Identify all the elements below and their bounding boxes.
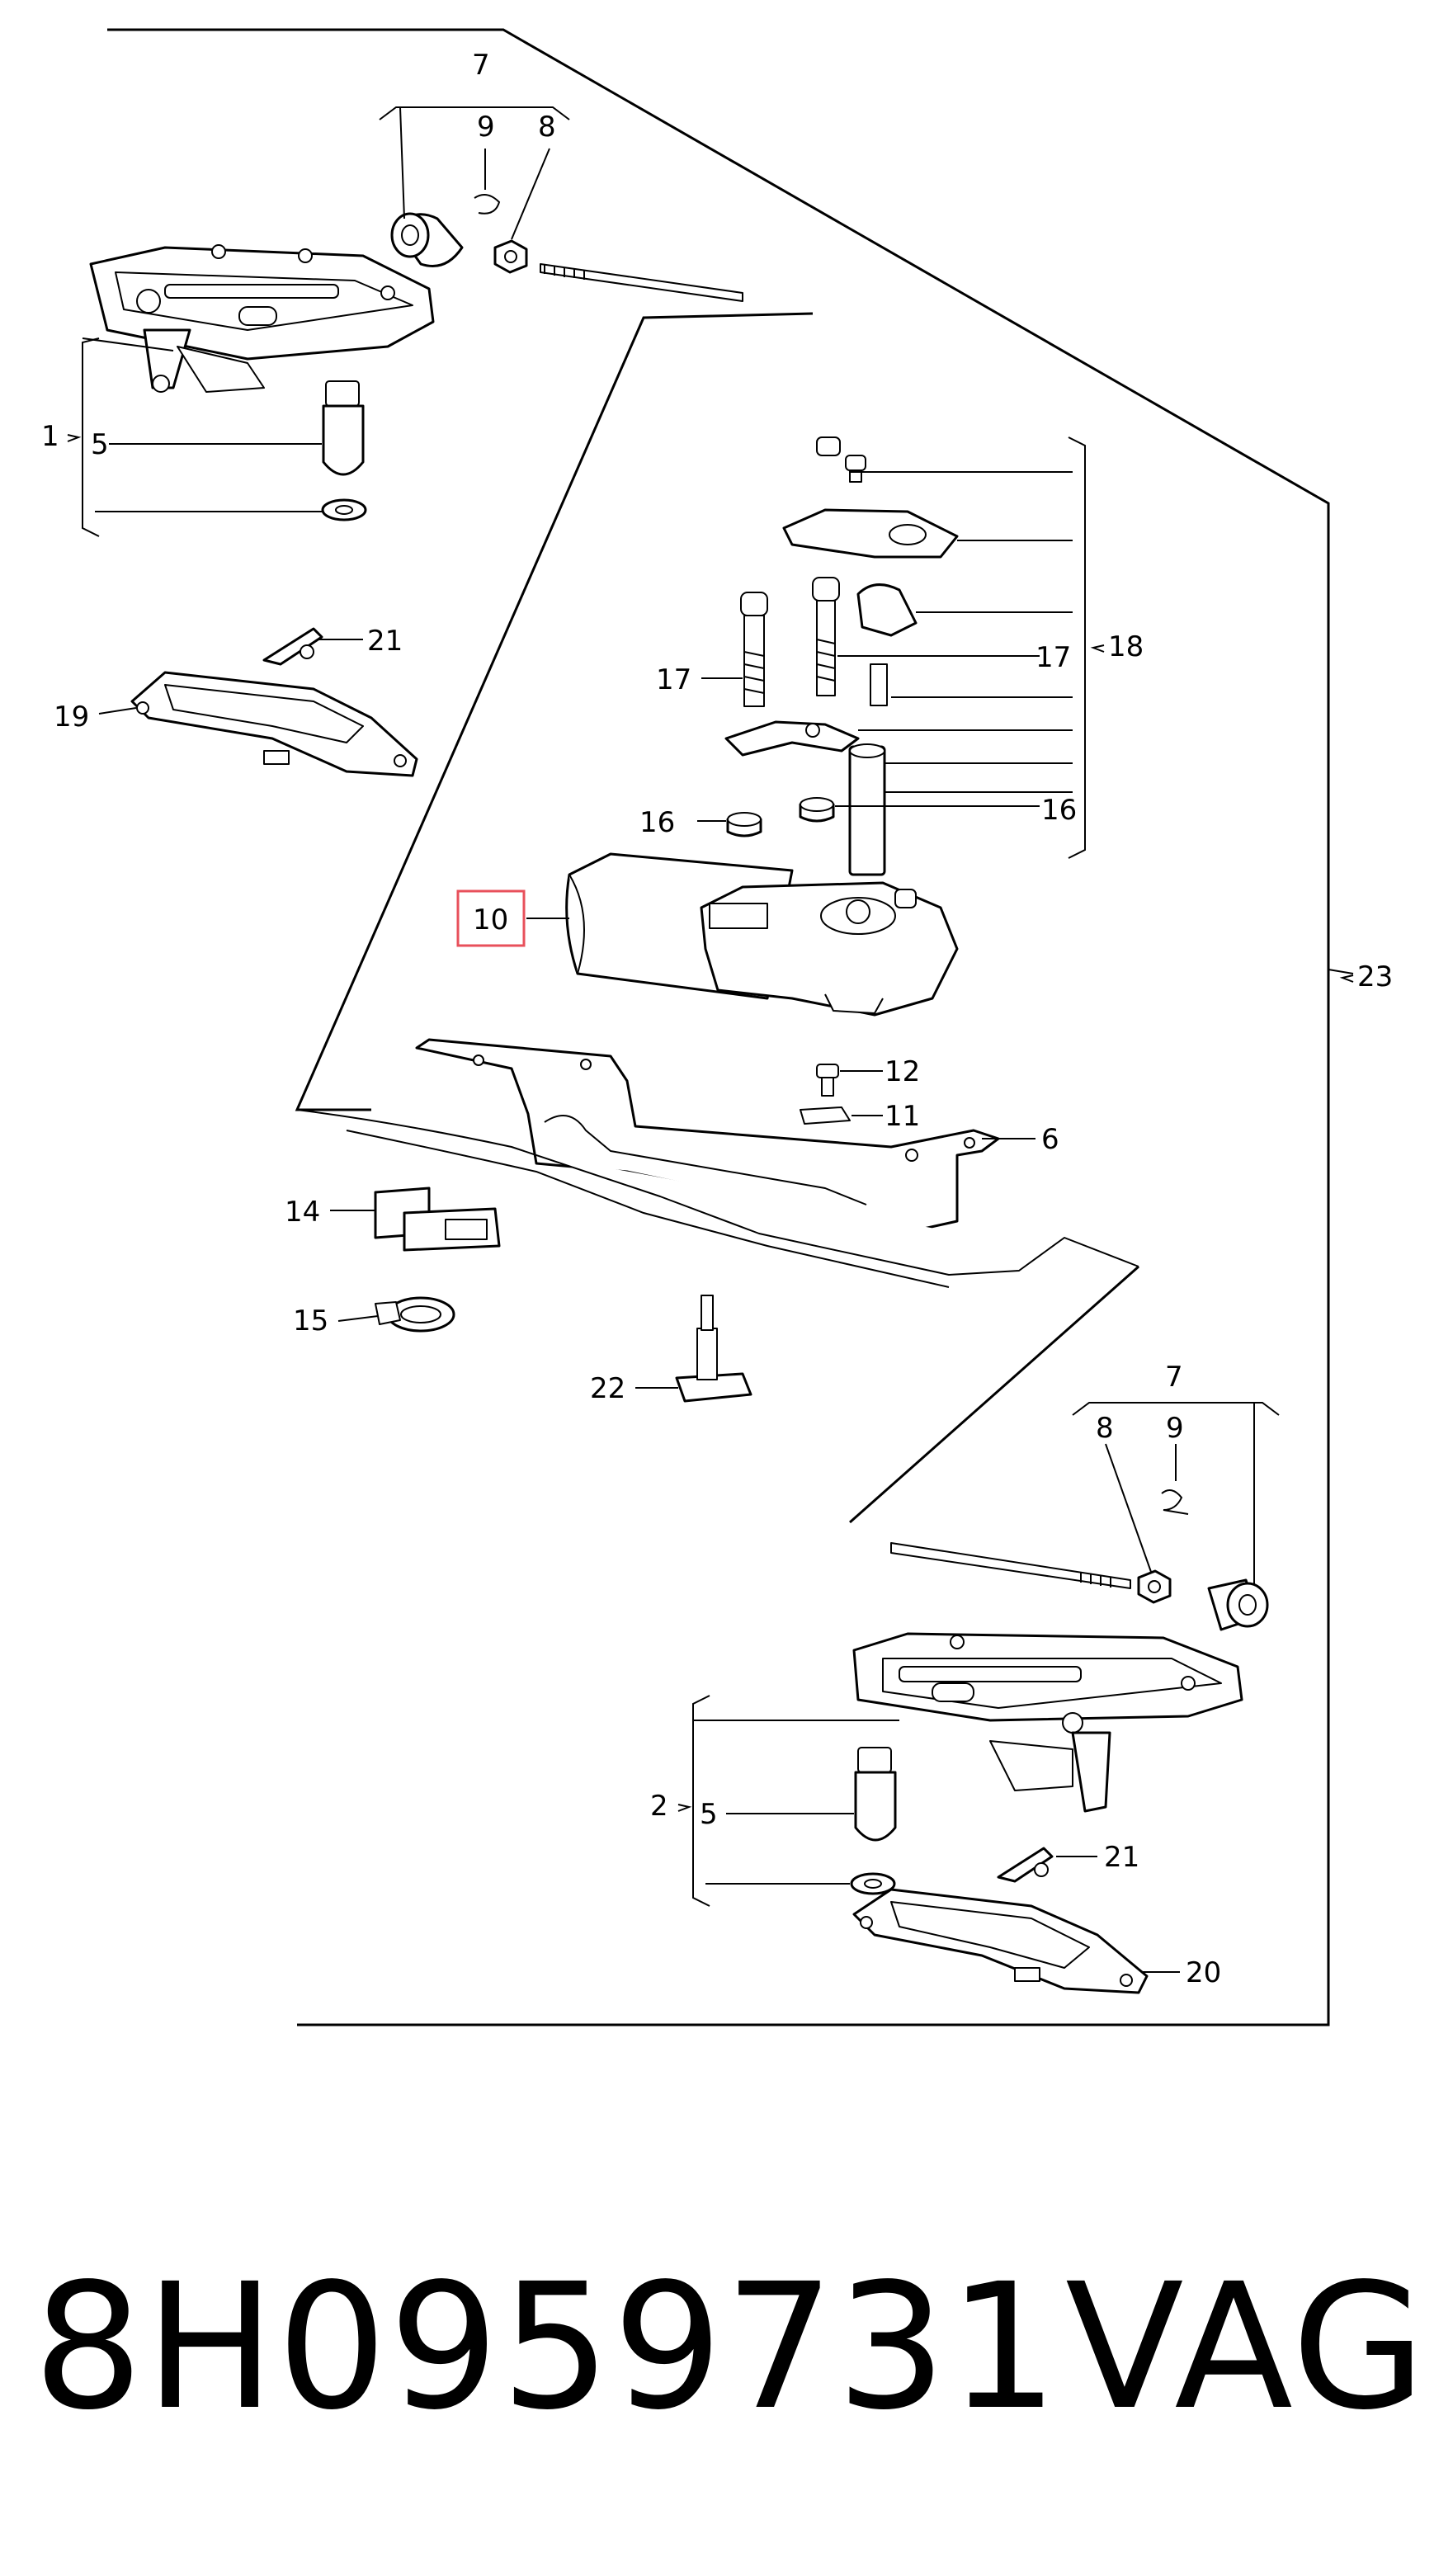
callout-7-bottom: 7 — [1165, 1361, 1183, 1394]
callout-8-top: 8 — [538, 111, 556, 144]
lower-bracket-20 — [852, 1888, 1149, 1994]
bracket-group-7-top — [379, 106, 570, 240]
callout-10: 10 — [473, 903, 508, 937]
assembly-boundary-frame — [107, 28, 1354, 2026]
threaded-rod-right — [890, 1542, 1131, 1589]
callout-18: 18 — [1108, 630, 1144, 663]
highlight-box-part-10 — [456, 889, 526, 947]
spring — [870, 663, 888, 706]
footer-part-info: 8H0959731 VAG — [25, 2261, 1427, 2484]
bracket-group-2 — [692, 1695, 899, 1907]
callout-9-top: 9 — [477, 111, 495, 144]
callout-20: 20 — [1186, 1956, 1221, 1989]
washer-left — [321, 498, 367, 521]
lever-plate — [724, 720, 860, 757]
callout-8-bottom: 8 — [1096, 1412, 1114, 1445]
callout-5-bottom: 5 — [700, 1798, 718, 1831]
screw-12 — [816, 1064, 839, 1097]
clip-21-left — [262, 627, 323, 666]
exploded-parts-diagram: 7 9 8 1 5 21 19 18 17 17 16 16 10 23 12 … — [41, 28, 1393, 2026]
spacer-sleeve-right — [799, 797, 835, 823]
drive-shaft — [848, 743, 886, 876]
callout-14: 14 — [285, 1196, 320, 1229]
hinge-assembly-left — [89, 244, 435, 393]
callout-9-bottom: 9 — [1166, 1412, 1184, 1445]
callout-6: 6 — [1041, 1123, 1059, 1156]
hinge-assembly-right — [852, 1632, 1243, 1813]
hinge-pin-left — [322, 380, 365, 476]
stud-22 — [675, 1295, 752, 1403]
hex-nut-left — [493, 239, 528, 274]
callout-12: 12 — [885, 1055, 920, 1088]
callout-23: 23 — [1357, 960, 1393, 993]
long-bolt-left — [740, 592, 768, 707]
callout-7-top: 7 — [472, 49, 490, 82]
brand-text: VAG — [1065, 2246, 1427, 2448]
nut-11 — [800, 1106, 851, 1125]
callout-16-left: 16 — [639, 806, 675, 839]
callout-22: 22 — [590, 1372, 625, 1405]
bracket-group-18 — [850, 436, 1086, 859]
screw-pair-top — [816, 436, 866, 483]
callout-11: 11 — [885, 1100, 920, 1133]
callout-21-right: 21 — [1104, 1841, 1139, 1874]
bracket-group-1 — [82, 337, 322, 537]
threaded-rod-left — [540, 263, 743, 302]
callout-5-top: 5 — [91, 428, 109, 461]
callout-16-right: 16 — [1041, 794, 1077, 827]
hinge-pin-right — [854, 1747, 897, 1842]
cable-clamp-15 — [375, 1296, 455, 1333]
callout-1: 1 — [41, 420, 59, 453]
long-bolt-right — [812, 577, 840, 696]
callout-labels: 7 9 8 1 5 21 19 18 17 17 16 16 10 23 12 … — [41, 49, 1393, 1989]
hex-nut-right — [1137, 1569, 1172, 1604]
callout-15: 15 — [293, 1305, 328, 1338]
connector-14 — [374, 1187, 501, 1252]
clip-21-right — [997, 1847, 1054, 1883]
bracket-group-7-bottom — [1072, 1402, 1280, 1584]
spacer-sleeve-left — [726, 812, 762, 837]
leader-lines — [98, 443, 1180, 1973]
lower-bracket-19 — [130, 671, 418, 777]
mounting-plate — [782, 508, 959, 559]
callout-2: 2 — [650, 1790, 668, 1823]
clip-right — [1161, 1489, 1189, 1515]
ball-socket-right — [1207, 1578, 1269, 1631]
part-number-text: 8H0959731 — [33, 2246, 1060, 2448]
wiper-motor — [565, 852, 959, 1017]
callout-17-right: 17 — [1035, 641, 1071, 674]
label-braces — [67, 434, 1354, 1812]
washer-right — [850, 1872, 896, 1895]
ball-socket-left — [390, 212, 464, 267]
clip-left — [474, 194, 501, 215]
linkage-rod-lower — [296, 1109, 1139, 1288]
callout-17-left: 17 — [656, 663, 691, 696]
callout-19: 19 — [54, 701, 89, 734]
cam-piece — [856, 583, 918, 637]
callout-21-left: 21 — [367, 625, 403, 658]
